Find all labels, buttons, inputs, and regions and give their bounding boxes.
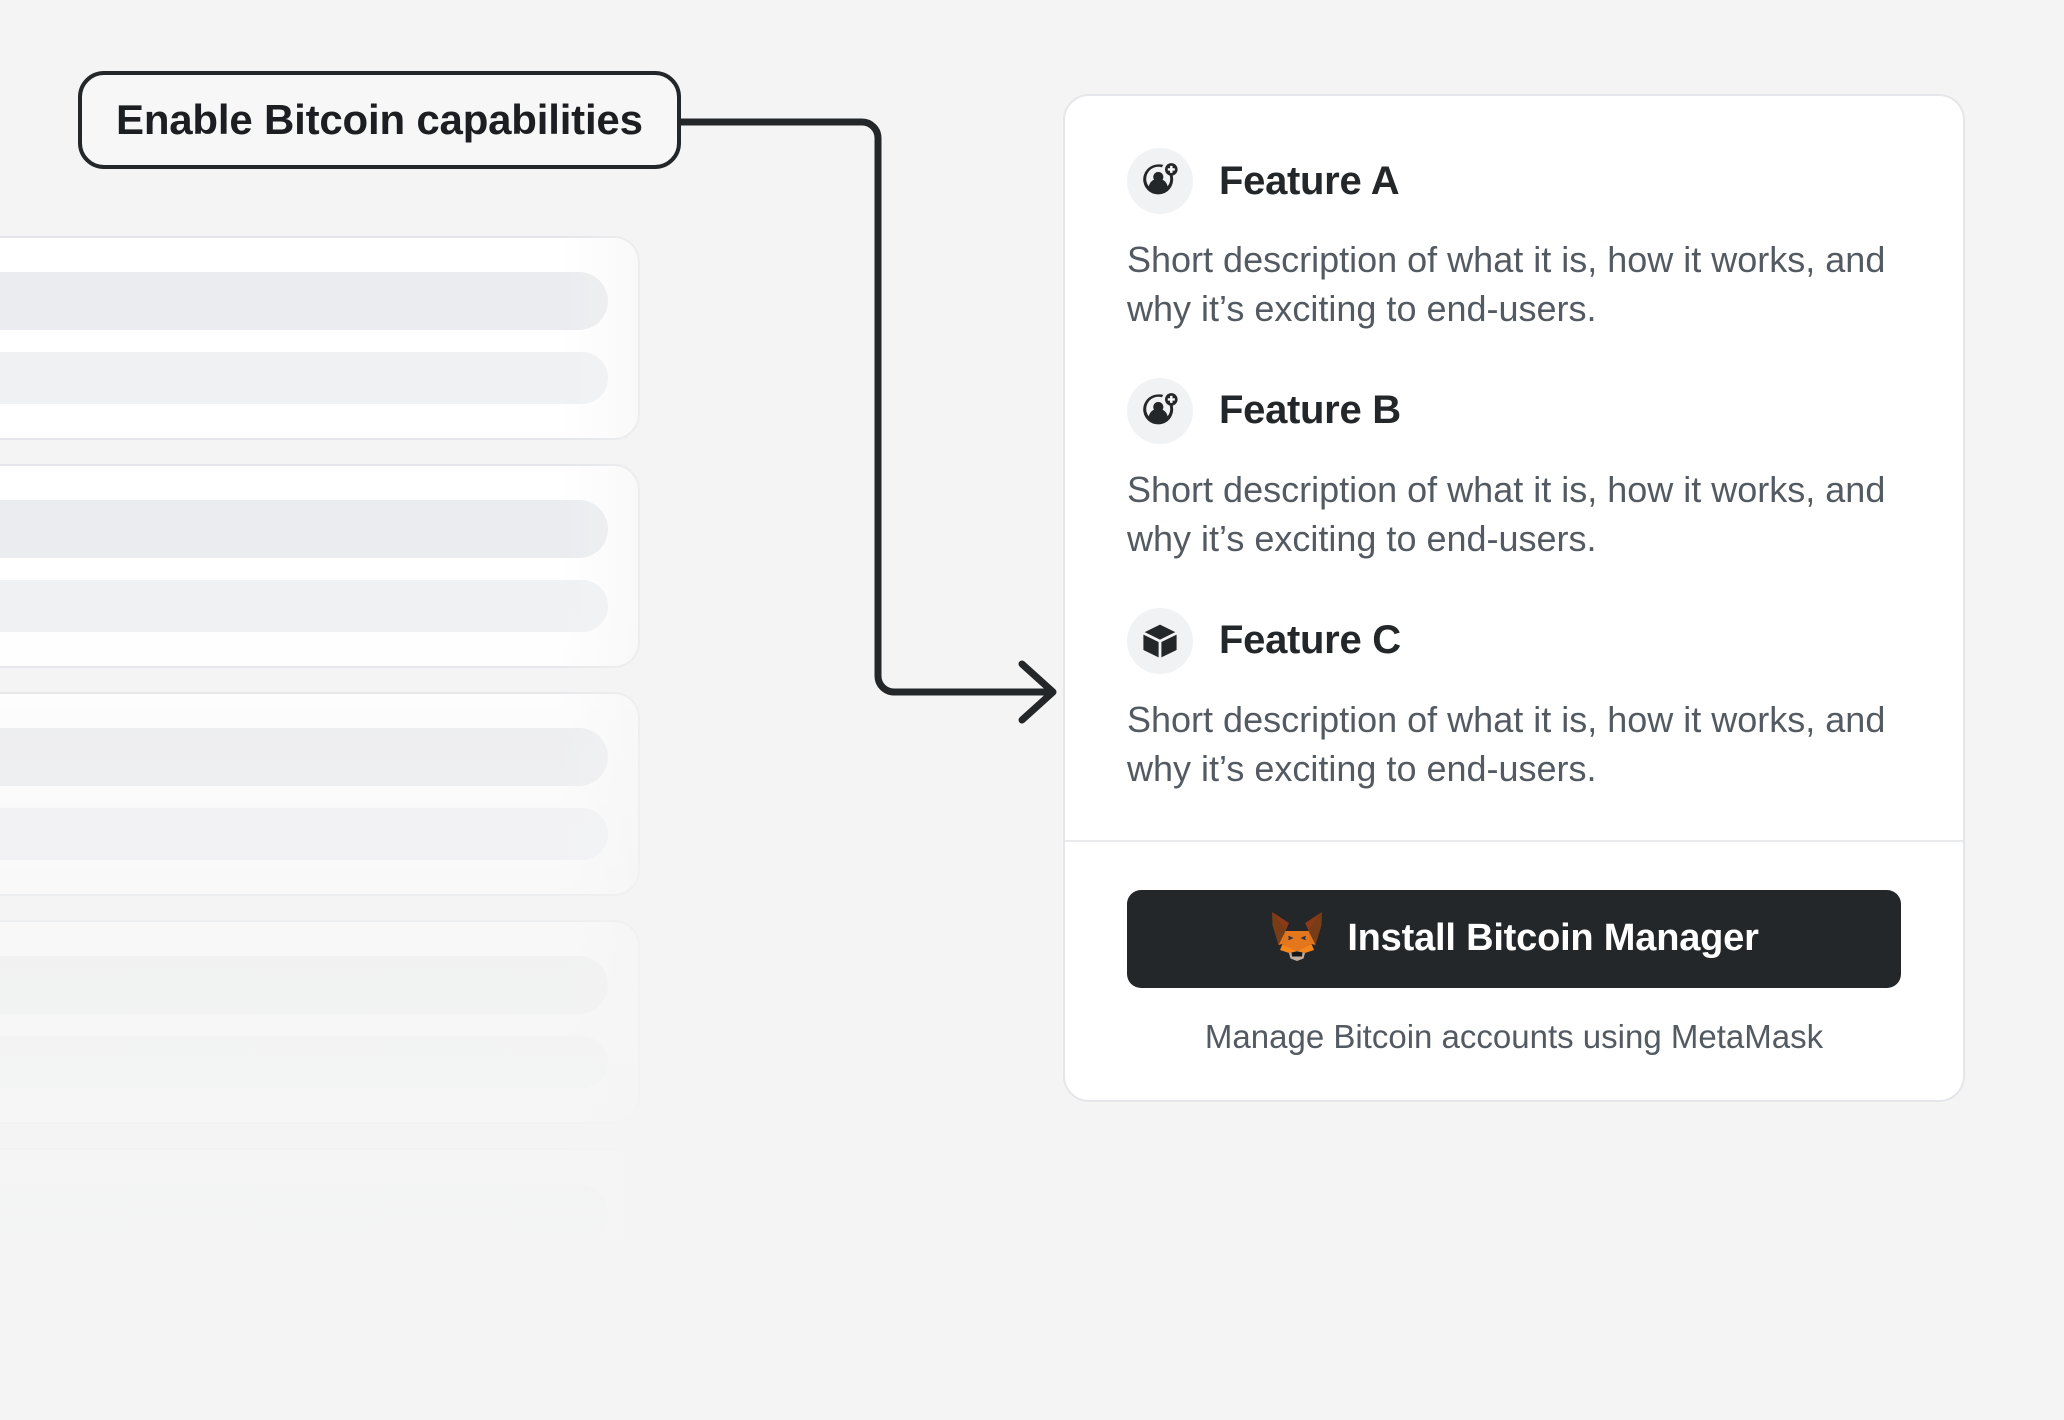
skeleton-card — [0, 692, 640, 896]
skeleton-card — [0, 920, 640, 1124]
skeleton-bar-secondary — [0, 1264, 608, 1316]
install-button-label: Install Bitcoin Manager — [1347, 917, 1759, 960]
feature-description: Short description of what it is, how it … — [1127, 239, 1886, 329]
add-account-icon — [1127, 377, 1193, 444]
skeleton-bar-primary — [0, 272, 608, 330]
skeleton-bar-secondary — [0, 808, 608, 860]
feature-list: Feature A Short description of what it i… — [1065, 96, 1963, 840]
skeleton-bar-primary — [0, 728, 608, 786]
annotation-callout: Enable Bitcoin capabilities — [78, 71, 681, 169]
feature-header: Feature A — [1127, 148, 1901, 214]
feature-header: Feature C — [1127, 607, 1901, 674]
add-account-icon — [1127, 148, 1193, 214]
metamask-fox-icon — [1269, 911, 1325, 966]
feature-header: Feature B — [1127, 377, 1901, 444]
install-bitcoin-manager-button[interactable]: Install Bitcoin Manager — [1127, 889, 1901, 988]
bitcoin-feature-card: Feature A Short description of what it i… — [1063, 94, 1965, 1102]
card-footer: Install Bitcoin Manager Manage Bitcoin a… — [1065, 842, 1963, 1100]
cube-icon — [1127, 607, 1193, 674]
card-divider — [1065, 839, 1963, 842]
skeleton-card — [0, 236, 640, 440]
skeleton-card — [0, 1148, 640, 1352]
skeleton-bar-secondary — [0, 352, 608, 404]
feature-title: Feature B — [1219, 388, 1401, 433]
feature-item: Feature C Short description of what it i… — [1127, 607, 1901, 794]
skeleton-card — [0, 464, 640, 668]
skeleton-bar-secondary — [0, 1036, 608, 1088]
feature-title: Feature A — [1219, 158, 1400, 203]
feature-description: Short description of what it is, how it … — [1127, 468, 1886, 559]
skeleton-bar-primary — [0, 1184, 608, 1242]
skeleton-bar-primary — [0, 956, 608, 1014]
connector-arrowhead — [1018, 660, 1057, 724]
skeleton-bar-secondary — [0, 580, 608, 632]
skeleton-bar-primary — [0, 500, 608, 558]
annotation-label: Enable Bitcoin capabilities — [116, 96, 643, 143]
feature-item: Feature B Short description of what it i… — [1127, 377, 1901, 564]
skeleton-account-list — [0, 236, 640, 1376]
footer-caption: Manage Bitcoin accounts using MetaMask — [1204, 1017, 1824, 1055]
feature-item: Feature A Short description of what it i… — [1127, 148, 1901, 334]
feature-title: Feature C — [1219, 618, 1401, 663]
feature-description: Short description of what it is, how it … — [1127, 698, 1886, 789]
connector-path — [630, 118, 1056, 696]
